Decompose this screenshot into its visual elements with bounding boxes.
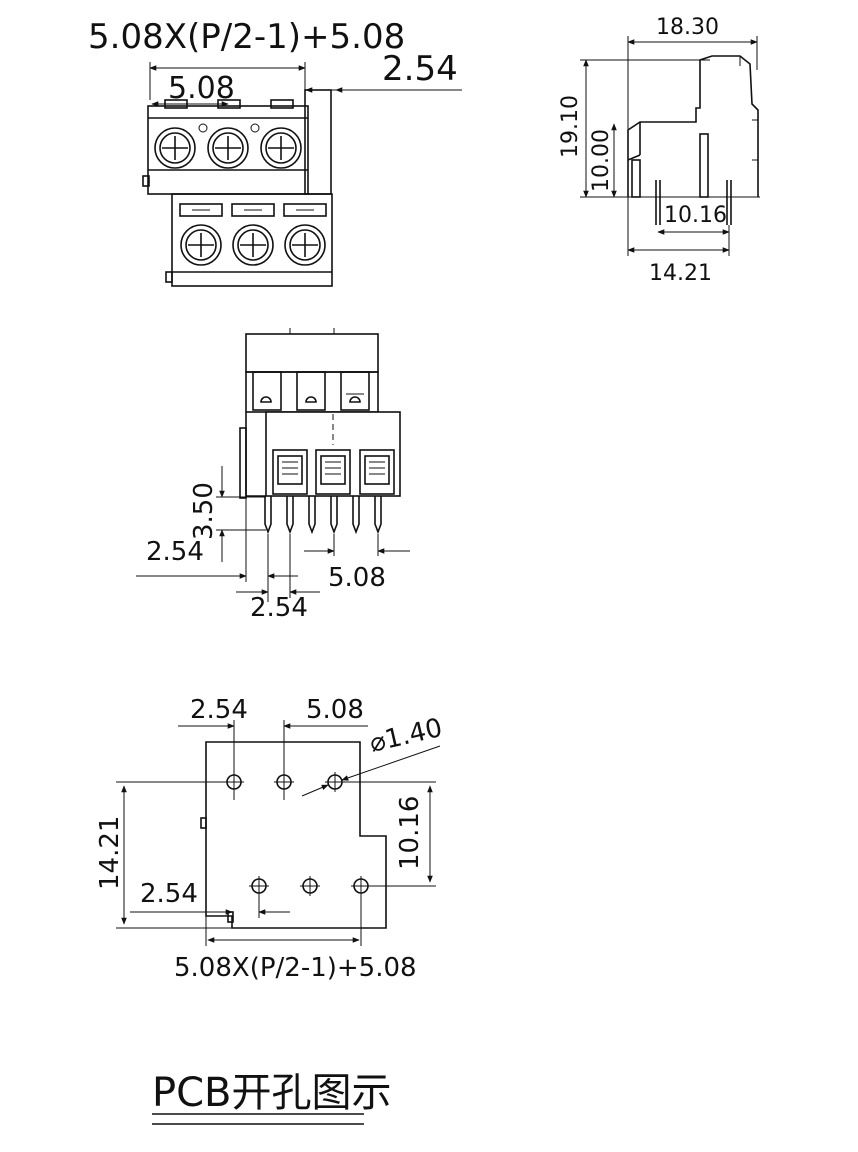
front-terminals <box>272 449 395 495</box>
screw-row-lower <box>180 224 326 266</box>
pcb-caption: PCB开孔图示 <box>152 1070 392 1116</box>
pcb-hole-diameter-label: ⌀1.40 <box>367 713 445 759</box>
pcb-formula-label: 5.08X(P/2-1)+5.08 <box>174 953 417 983</box>
side-lower-height-label: 10.00 <box>589 129 614 192</box>
side-depth-label: 14.21 <box>649 261 712 286</box>
front-view: 3.50 2.54 5.08 2.54 <box>136 328 410 623</box>
top-formula-label: 5.08X(P/2-1)+5.08 <box>88 17 405 57</box>
pcb-holes-lower <box>249 876 371 896</box>
front-pitch-label: 5.08 <box>328 563 386 593</box>
side-width-label: 18.30 <box>656 15 719 40</box>
pcb-offset-top-label: 2.54 <box>190 695 248 725</box>
pcb-view: 2.54 5.08 ⌀1.40 14.21 <box>95 695 445 983</box>
pcb-row-spacing-label: 10.16 <box>395 796 425 870</box>
caption: PCB开孔图示 <box>152 1070 392 1125</box>
side-pin-spacing-label: 10.16 <box>664 203 727 228</box>
side-height-label: 19.10 <box>558 95 583 158</box>
front-bottom-offset-label: 2.54 <box>250 593 308 623</box>
top-view: 5.08X(P/2-1)+5.08 5.08 2.54 <box>88 17 462 287</box>
pcb-depth-label: 14.21 <box>95 816 125 890</box>
front-left-offset-label: 2.54 <box>146 537 204 567</box>
front-pin-length-label: 3.50 <box>189 482 219 540</box>
side-view: 18.30 19.10 10.00 10.16 14.21 <box>558 15 760 286</box>
screw-row-upper <box>154 127 302 169</box>
pcb-pitch-top-label: 5.08 <box>306 695 364 725</box>
pcb-holes-upper <box>224 772 345 792</box>
pcb-offset-bottom-label: 2.54 <box>140 879 198 909</box>
front-pins <box>264 496 382 535</box>
top-offset-label: 2.54 <box>382 49 458 89</box>
